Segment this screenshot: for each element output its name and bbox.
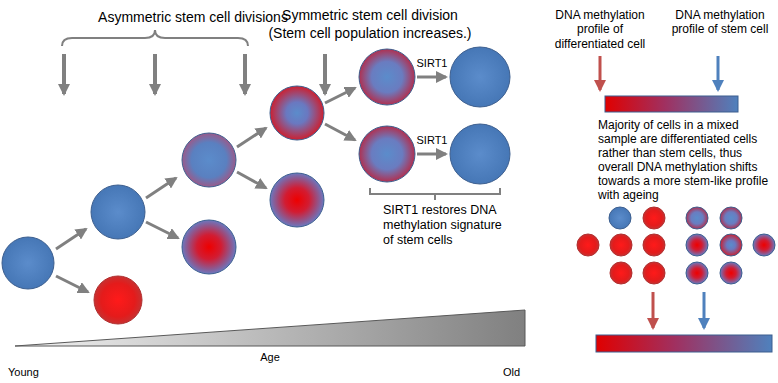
bracket	[370, 188, 500, 200]
axis-label: Young	[8, 366, 58, 379]
aged-stem-cell	[359, 49, 415, 105]
stem-cell	[2, 237, 54, 289]
division-arrows	[56, 77, 446, 292]
division-arrow	[237, 128, 266, 147]
aged-stem-cell	[359, 126, 415, 182]
group-heading: Symmetric stem cell division (Stem cell …	[264, 6, 476, 42]
small-differentiated-cell	[643, 262, 665, 284]
axis-label: Old	[503, 366, 543, 379]
aged-stem-cell	[270, 86, 324, 140]
small-aged-cell	[686, 234, 708, 256]
cells	[2, 47, 510, 324]
explanation-note: Majority of cells in a mixed sample are …	[598, 118, 772, 202]
down-arrow	[62, 54, 66, 94]
stem-cell	[91, 185, 145, 239]
pointer-arrow	[652, 292, 655, 328]
small-differentiated-cell	[577, 234, 599, 256]
small-aged-cell	[686, 262, 708, 284]
down-arrow	[323, 54, 327, 94]
axis-label: Age	[250, 351, 290, 364]
small-differentiated-cell	[610, 234, 632, 256]
division-arrow	[56, 229, 86, 249]
methylation-bar	[596, 335, 772, 352]
small-aged-stem-cell	[686, 207, 708, 229]
division-arrow	[56, 276, 88, 292]
methylation-bar	[605, 96, 738, 112]
sirt1-arrow	[417, 76, 446, 79]
sirt1-arrow	[417, 153, 446, 156]
division-arrow	[146, 222, 178, 238]
division-arrow	[325, 88, 355, 103]
age-wedge	[15, 310, 525, 346]
pointer-arrow	[717, 56, 720, 90]
bracket-note: SIRT1 restores DNA methylation signature…	[383, 203, 513, 248]
arrow-label: SIRT1	[415, 134, 449, 147]
small-aged-cell	[720, 262, 742, 284]
small-aged-cell	[720, 234, 742, 256]
arrow-label: SIRT1	[415, 57, 449, 70]
aged-stem-cell	[182, 133, 236, 187]
cell-sample	[577, 207, 775, 284]
down-arrow	[243, 54, 247, 94]
small-differentiated-cell	[643, 234, 665, 256]
pointer-arrow	[703, 292, 706, 328]
small-stem-cell	[609, 207, 631, 229]
aged-differentiated-cell	[270, 173, 324, 227]
profile-label: DNA methylation profile of stem cell	[670, 8, 770, 37]
small-aged-stem-cell	[720, 207, 742, 229]
restored-stem-cell	[450, 124, 510, 184]
pointer-arrow	[599, 56, 602, 90]
restored-stem-cell	[450, 47, 510, 107]
division-arrow	[325, 124, 355, 140]
small-aged-cell	[753, 234, 775, 256]
down-arrow	[153, 54, 157, 94]
differentiated-cell	[94, 276, 142, 324]
profile-label: DNA methylation profile of differentiate…	[546, 8, 654, 51]
aged-differentiated-cell	[182, 220, 236, 274]
group-heading: Asymmetric stem cell divisions	[78, 8, 308, 26]
division-arrow	[237, 172, 266, 188]
small-differentiated-cell	[610, 262, 632, 284]
small-differentiated-cell	[643, 207, 665, 229]
brace	[62, 30, 248, 46]
division-arrow	[146, 178, 176, 198]
